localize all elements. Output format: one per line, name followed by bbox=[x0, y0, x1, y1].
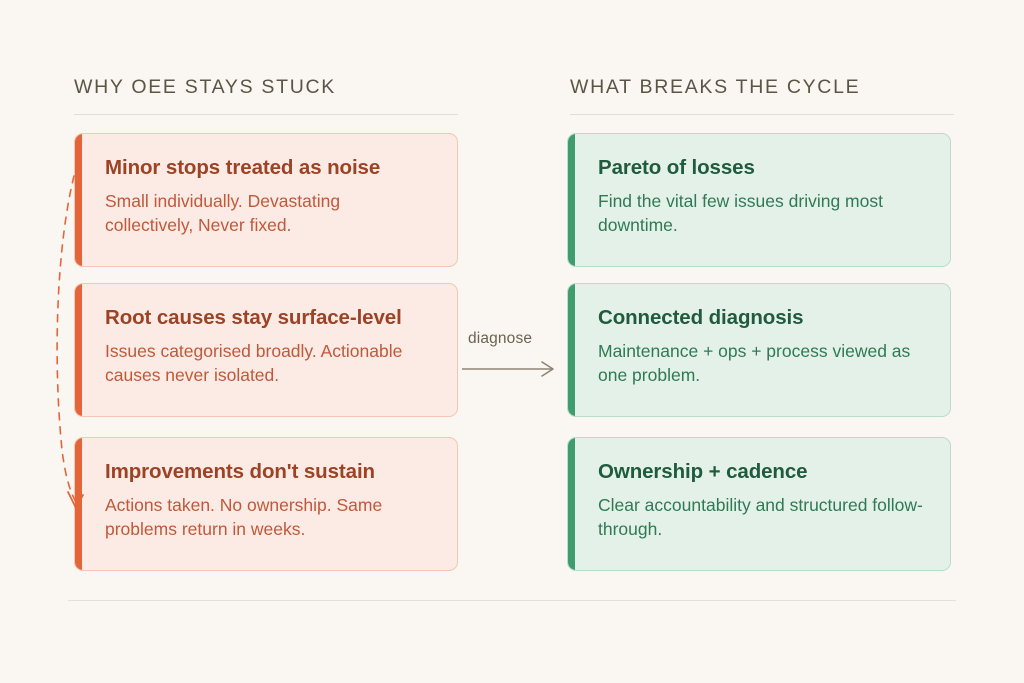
accent-bar-orange bbox=[75, 284, 82, 416]
arrow-right-icon bbox=[462, 361, 554, 377]
solution-card-3-body: Clear accountability and structured foll… bbox=[598, 494, 923, 540]
column-rule-solutions bbox=[570, 114, 954, 115]
accent-bar-orange bbox=[75, 134, 82, 266]
column-heading-solutions: WHAT BREAKS THE CYCLE bbox=[570, 76, 861, 98]
solution-card-1-body: Find the vital few issues driving most d… bbox=[598, 190, 883, 236]
solution-card-1-title: Pareto of losses bbox=[598, 156, 755, 179]
accent-bar-green bbox=[568, 134, 575, 266]
accent-bar-green bbox=[568, 284, 575, 416]
problem-card-1-body: Small individually. Devastating collecti… bbox=[105, 190, 341, 236]
solution-card-2[interactable]: Connected diagnosis Maintenance + ops + … bbox=[567, 283, 951, 417]
problem-card-1[interactable]: Minor stops treated as noise Small indiv… bbox=[74, 133, 458, 267]
problem-card-3-body: Actions taken. No ownership. Same proble… bbox=[105, 494, 383, 540]
problem-card-2-title: Root causes stay surface-level bbox=[105, 306, 402, 329]
problem-card-3[interactable]: Improvements don't sustain Actions taken… bbox=[74, 437, 458, 571]
column-heading-problems: WHY OEE STAYS STUCK bbox=[74, 76, 337, 98]
accent-bar-green bbox=[568, 438, 575, 570]
solution-card-2-title: Connected diagnosis bbox=[598, 306, 804, 329]
solution-card-1[interactable]: Pareto of losses Find the vital few issu… bbox=[567, 133, 951, 267]
solution-card-3-title: Ownership + cadence bbox=[598, 460, 808, 483]
column-rule-problems bbox=[74, 114, 458, 115]
diagnose-connector: diagnose bbox=[460, 330, 570, 390]
problem-card-2[interactable]: Root causes stay surface-level Issues ca… bbox=[74, 283, 458, 417]
accent-bar-orange bbox=[75, 438, 82, 570]
solution-card-2-body: Maintenance + ops + process viewed as on… bbox=[598, 340, 911, 386]
solution-card-3[interactable]: Ownership + cadence Clear accountability… bbox=[567, 437, 951, 571]
problem-card-2-body: Issues categorised broadly. Actionable c… bbox=[105, 340, 403, 386]
connector-label: diagnose bbox=[468, 330, 533, 347]
footer-divider bbox=[68, 600, 956, 601]
problem-card-3-title: Improvements don't sustain bbox=[105, 460, 375, 483]
problem-card-1-title: Minor stops treated as noise bbox=[105, 156, 381, 179]
